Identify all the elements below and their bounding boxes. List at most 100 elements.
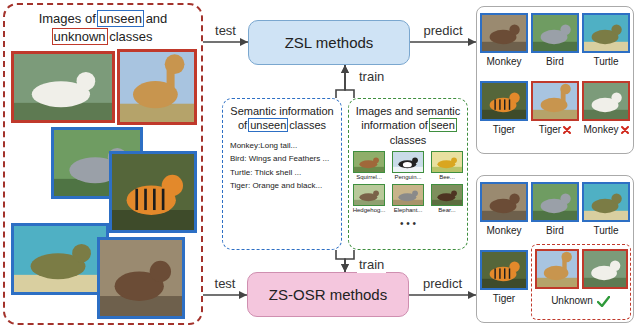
caption-row: Bird xyxy=(531,224,579,238)
caption-row: Bird xyxy=(531,55,579,69)
animal-photo xyxy=(117,49,197,125)
animal-photo xyxy=(531,182,579,222)
arrow-connector xyxy=(345,250,354,272)
edge-label: test xyxy=(215,277,236,292)
edge-label-patch: train xyxy=(357,258,386,273)
semantic-panel: Semantic information of unseen classesMo… xyxy=(222,98,342,250)
method-box: ZSL methods xyxy=(248,20,410,65)
animal-photo xyxy=(11,223,109,295)
caption-row: Unknown xyxy=(532,293,629,309)
thumbnail-cell: Squirrel... xyxy=(350,151,388,181)
prediction-caption: Tiger xyxy=(539,124,561,136)
animal-photo xyxy=(97,237,185,319)
word-highlight-box xyxy=(429,118,457,132)
prediction-caption: Turtle xyxy=(593,225,618,237)
thumbnail-caption: Hedgehog... xyxy=(353,207,386,214)
ellipsis-mark: • • • xyxy=(350,218,466,230)
caption-row: Tiger xyxy=(531,123,579,137)
thumbnail-caption: Elephant... xyxy=(394,207,423,214)
arrow-connector xyxy=(410,41,476,43)
animal-photo xyxy=(582,81,630,121)
unknown-box: Unknown xyxy=(531,244,631,320)
arrow-connector xyxy=(203,294,247,296)
thumbnail-caption: Penguin... xyxy=(394,174,421,181)
edge-label-patch: predict xyxy=(421,277,464,292)
prediction-caption: Turtle xyxy=(593,56,618,68)
caption-row: Turtle xyxy=(582,224,630,238)
prediction-caption: Monkey xyxy=(486,56,521,68)
class-description: Turtle: Thick shell ... xyxy=(228,168,336,178)
animal-photo xyxy=(535,249,579,289)
panel-heading: Images and semantic information of seen … xyxy=(354,104,462,147)
word-highlight-box xyxy=(248,118,288,132)
prediction-caption: Bird xyxy=(546,56,564,68)
thumbnail-cell: Bee... xyxy=(428,151,466,181)
edge-label-patch: test xyxy=(213,277,238,292)
animal-photo xyxy=(392,184,424,206)
animal-photo xyxy=(11,51,115,123)
thumbnail-cell: Penguin... xyxy=(389,151,427,181)
word-highlight-box xyxy=(52,28,108,45)
animal-photo xyxy=(109,151,197,233)
animal-photo xyxy=(353,151,385,173)
edge-label-patch: predict xyxy=(421,24,464,39)
caption-row: Monkey xyxy=(480,55,528,69)
prediction-panel: Monkey Bird TurtleTiger Unknown xyxy=(476,175,634,323)
caption-row: Tiger xyxy=(480,292,528,306)
caption-row: Turtle xyxy=(582,55,630,69)
animal-photo xyxy=(392,151,424,173)
edge-label-patch: train xyxy=(357,70,386,85)
prediction-caption: Bird xyxy=(546,225,564,237)
animal-photo xyxy=(582,182,630,222)
animal-photo xyxy=(431,151,463,173)
animal-photo xyxy=(480,182,528,222)
animal-photo xyxy=(531,13,579,53)
arrow-connector xyxy=(345,65,354,98)
thumbnail-grid: Squirrel... Penguin... Bee... Hedgehog... El… xyxy=(350,151,466,214)
panel-heading: Semantic information of unseen classes xyxy=(228,104,336,133)
edge-label: test xyxy=(215,24,236,39)
animal-photo xyxy=(353,184,385,206)
wrong-mark xyxy=(621,126,629,134)
caption-row: Monkey xyxy=(582,123,630,137)
edge-label: predict xyxy=(423,24,462,39)
thumbnail-caption: Bee... xyxy=(439,174,455,181)
class-description: Tiger: Orange and black... xyxy=(228,181,336,191)
image-group-panel: Images of unseen and unknown classes xyxy=(3,3,203,325)
arrow-connector xyxy=(336,250,345,272)
method-name: ZS-OSR methods xyxy=(269,286,387,303)
prediction-panel: Monkey Bird TurtleTiger Tiger Monkey xyxy=(476,6,634,154)
method-name: ZSL methods xyxy=(285,34,374,51)
prediction-caption: Monkey xyxy=(583,124,618,136)
class-description: Bird: Wings and Feathers ... xyxy=(228,154,336,164)
prediction-caption: Tiger xyxy=(493,124,515,136)
edge-label-patch: test xyxy=(213,24,238,39)
animal-photo xyxy=(480,81,528,121)
caption-row: Tiger xyxy=(480,123,528,137)
arrow-connector xyxy=(409,294,476,296)
correct-mark xyxy=(597,296,610,307)
prediction-caption: Monkey xyxy=(486,225,521,237)
thumbnail-cell: Bear... xyxy=(428,184,466,214)
animal-photo xyxy=(582,13,630,53)
panel-heading: Images of unseen and unknown classes xyxy=(23,10,183,45)
wrong-mark xyxy=(563,126,571,134)
method-box: ZS-OSR methods xyxy=(247,272,409,317)
thumbnail-caption: Bear... xyxy=(438,207,455,214)
thumbnail-caption: Squirrel... xyxy=(356,174,382,181)
prediction-caption: Tiger xyxy=(493,293,515,305)
edge-label: predict xyxy=(423,277,462,292)
animal-photo xyxy=(480,250,528,290)
class-description: Monkey:Long tail... xyxy=(228,141,336,151)
arrow-connector xyxy=(203,41,248,43)
thumbnail-cell: Elephant... xyxy=(389,184,427,214)
animal-photo xyxy=(480,13,528,53)
thumbnail-cell: Hedgehog... xyxy=(350,184,388,214)
animal-photo xyxy=(582,249,628,289)
unknown-caption: Unknown xyxy=(551,295,593,307)
word-highlight-box xyxy=(97,10,144,27)
arrow-connector xyxy=(336,65,345,98)
edge-label: train xyxy=(359,258,384,273)
caption-row: Monkey xyxy=(480,224,528,238)
